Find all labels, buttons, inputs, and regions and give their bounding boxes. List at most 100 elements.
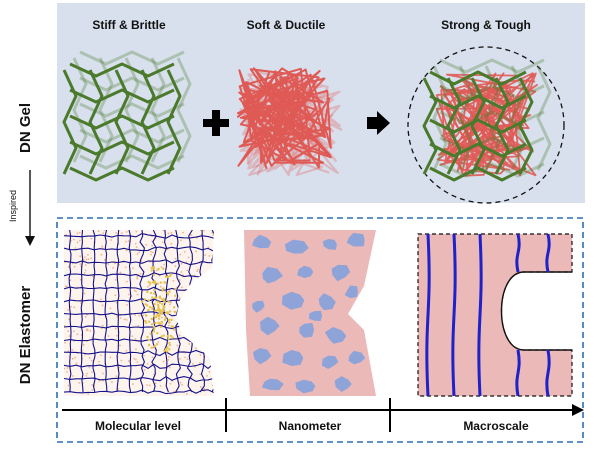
molecular-dot (123, 318, 126, 321)
molecular-dot (148, 284, 151, 286)
molecular-dot (210, 306, 213, 309)
crack-tip-dot (154, 321, 157, 325)
molecular-dot (168, 356, 170, 358)
molecular-dot (87, 393, 90, 395)
molecular-dot (139, 272, 142, 275)
molecular-dot (67, 384, 70, 387)
crack-tip-dot (153, 302, 156, 306)
molecular-dot (173, 390, 176, 393)
molecular-dot (180, 262, 183, 265)
nano-particle (318, 293, 336, 311)
macro-fiber (515, 233, 521, 273)
molecular-dot (78, 239, 81, 242)
crack-tip-dot (166, 346, 169, 349)
molecular-dot (195, 347, 197, 350)
molecular-dot (181, 286, 183, 289)
molecular-dot (208, 276, 211, 279)
grid-col-strand (104, 230, 108, 393)
stiff-front-v-strand (62, 69, 78, 175)
molecular-dot (119, 344, 121, 347)
scale-label-macroscale: Macroscale (463, 419, 529, 433)
molecular-dot (178, 297, 181, 300)
crack-tip-dot (171, 336, 174, 339)
molecular-dot (162, 230, 165, 232)
molecular-dot (126, 303, 128, 306)
molecular-dot (168, 366, 171, 369)
molecular-dot (203, 230, 206, 232)
molecular-dot (86, 372, 88, 375)
molecular-dot (202, 292, 205, 295)
crack-tip-dot (174, 294, 177, 297)
molecular-dot (85, 258, 88, 261)
crack-tip-dot (156, 300, 159, 303)
crack-tip-dot (150, 317, 154, 321)
nano-particle (321, 355, 339, 369)
molecular-dot (207, 303, 210, 306)
crack-tip-dot (153, 344, 157, 348)
nano-particle (299, 322, 314, 338)
molecular-dot (127, 360, 130, 362)
grid-col-strand (128, 230, 132, 393)
molecular-dot (167, 358, 170, 361)
molecular-dot (135, 230, 138, 233)
molecular-dot (76, 232, 79, 235)
molecular-dot (66, 367, 69, 369)
crack-tip-zone (141, 265, 177, 353)
nano-particle (262, 266, 283, 284)
crack-tip-dot (165, 350, 169, 353)
molecular-dot (110, 239, 112, 241)
molecular-dot (184, 322, 187, 324)
tough-back-h-strand (439, 110, 545, 126)
molecular-dot (152, 251, 154, 254)
molecular-dot (167, 232, 170, 235)
molecular-dot (190, 234, 193, 237)
molecular-dot (100, 298, 102, 301)
molecular-dot (79, 255, 82, 258)
crack-tip-dot (164, 316, 167, 319)
molecular-dot (103, 230, 106, 232)
nano-particle (260, 316, 280, 336)
molecular-dot (109, 307, 112, 310)
soft-front-coil (237, 67, 332, 169)
molecular-dot (100, 354, 102, 357)
molecular-dot (206, 308, 209, 311)
crack-tip-dot (159, 296, 162, 300)
molecular-dot (182, 231, 184, 234)
right-arrow-icon (367, 111, 390, 135)
molecular-dot (124, 240, 127, 243)
molecular-dot (136, 253, 139, 255)
molecular-dot (125, 319, 128, 321)
tough-back-v-strand (432, 65, 448, 171)
molecular-dot (204, 254, 207, 256)
crack-tip-dot (152, 265, 156, 269)
molecular-dot (199, 345, 201, 348)
molecular-dot (179, 358, 181, 360)
molecular-dot (199, 362, 201, 364)
molecular-dot (150, 250, 152, 253)
molecular-dot (134, 314, 137, 316)
crack-tip-dot (150, 346, 153, 349)
grid-col-strand (68, 230, 72, 393)
stiff-front-v-strand (166, 69, 182, 175)
molecular-dot (102, 324, 104, 327)
nano-particle (334, 376, 352, 392)
molecular-dot (64, 341, 66, 344)
crack-tip-dot (153, 327, 156, 331)
nano-particle (252, 300, 265, 313)
scale-label-nanometer: Nanometer (279, 419, 342, 433)
crack-tip-dot (154, 315, 158, 319)
crack-tip-dot (164, 275, 167, 278)
molecular-dot (194, 297, 197, 299)
molecular-dot (210, 305, 213, 308)
molecular-dot (160, 316, 163, 319)
molecular-dot (196, 270, 199, 272)
molecular-dot (83, 292, 86, 295)
crack-tip-dot (153, 288, 156, 292)
molecular-dot (136, 277, 139, 280)
nano-particle (253, 348, 272, 365)
nano-particles (252, 232, 366, 394)
macro-fiber (515, 349, 521, 397)
crack-tip-dot (152, 325, 156, 329)
crack-tip-dot (153, 296, 157, 300)
molecular-dot (150, 253, 153, 256)
